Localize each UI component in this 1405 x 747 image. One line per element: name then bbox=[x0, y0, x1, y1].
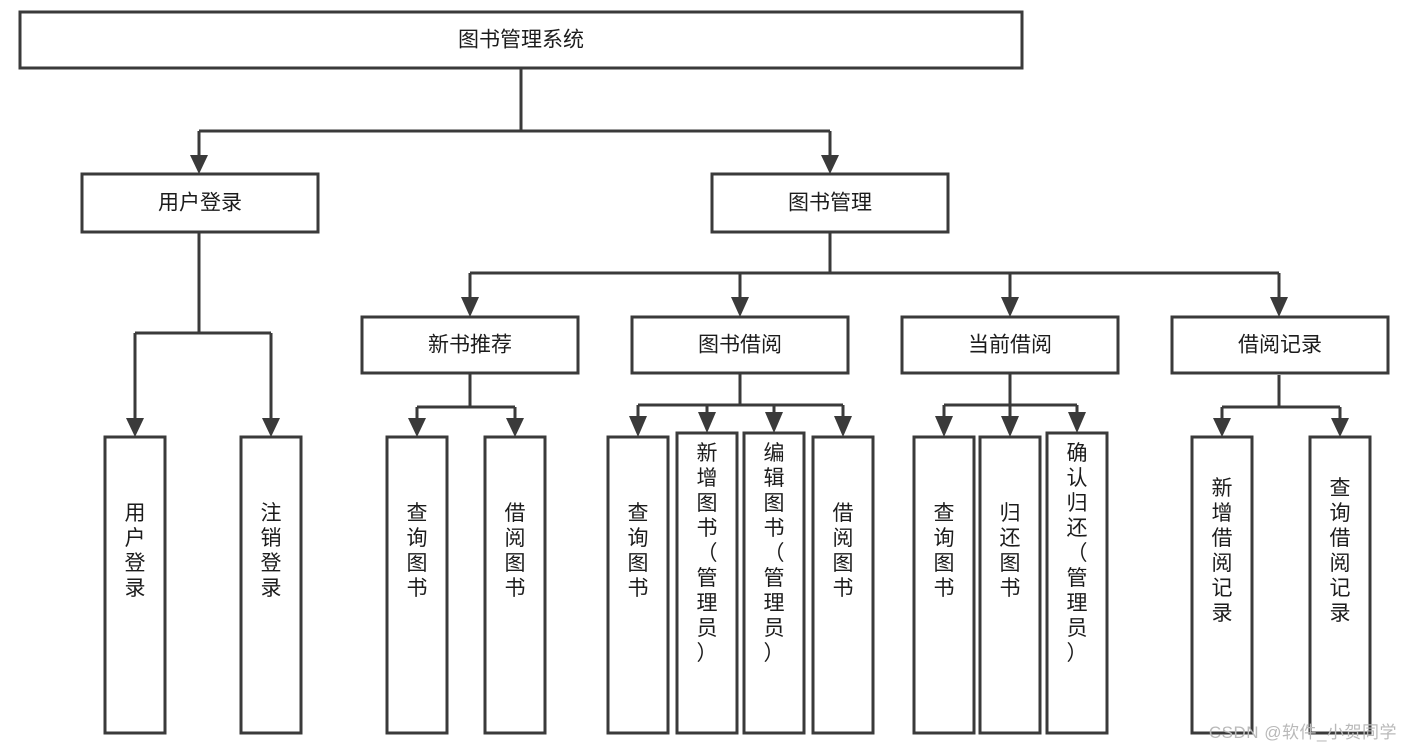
node-root-label: 图书管理系统 bbox=[458, 29, 584, 52]
node-leaf-query-book-2-box[interactable] bbox=[606, 435, 670, 735]
node-user-login-label: 用户登录 bbox=[158, 192, 242, 215]
node-leaf-edit-book-box[interactable] bbox=[742, 431, 806, 735]
arrow-head-new-book-recommend bbox=[461, 297, 479, 317]
node-leaf-query-book-3-box[interactable] bbox=[912, 435, 976, 735]
node-new-book-recommend[interactable]: 新书推荐 bbox=[360, 315, 580, 375]
node-leaf-add-record-box[interactable] bbox=[1190, 435, 1254, 735]
arrow-head-leaf-return-book bbox=[1001, 416, 1019, 437]
arrow-head-leaf-user-login bbox=[126, 418, 144, 437]
node-leaf-logout-label: 注销登录 bbox=[261, 502, 282, 600]
arrow-head-leaf-borrow-book-1 bbox=[506, 418, 524, 437]
node-leaf-query-book-1[interactable]: 查询图书 bbox=[385, 435, 449, 735]
node-leaf-edit-book[interactable]: 编辑图书（管理员） bbox=[742, 431, 806, 735]
arrow-head-leaf-edit-book bbox=[765, 412, 783, 433]
node-leaf-logout-box[interactable] bbox=[239, 435, 303, 735]
node-current-borrow-box[interactable] bbox=[900, 315, 1120, 375]
node-leaf-user-login-box[interactable] bbox=[103, 435, 167, 735]
node-leaf-query-book-1-label: 查询图书 bbox=[407, 502, 428, 600]
node-leaf-return-book[interactable]: 归还图书 bbox=[978, 435, 1042, 735]
arrow-head-leaf-borrow-book-2 bbox=[834, 416, 852, 437]
node-leaf-query-book-3-label: 查询图书 bbox=[934, 502, 955, 600]
node-leaf-query-book-2[interactable]: 查询图书 bbox=[606, 435, 670, 735]
arrow-head-book-borrow bbox=[731, 297, 749, 317]
node-leaf-confirm-return-box[interactable] bbox=[1045, 431, 1109, 735]
arrow-head-user-login bbox=[190, 155, 208, 174]
node-leaf-borrow-book-2-label: 借阅图书 bbox=[833, 502, 854, 600]
node-leaf-return-book-label: 归还图书 bbox=[1000, 502, 1021, 600]
node-book-manage-box[interactable] bbox=[710, 172, 950, 234]
node-new-book-recommend-label: 新书推荐 bbox=[428, 334, 512, 357]
node-leaf-return-book-box[interactable] bbox=[978, 435, 1042, 735]
node-borrow-record-box[interactable] bbox=[1170, 315, 1390, 375]
node-leaf-logout[interactable]: 注销登录 bbox=[239, 435, 303, 735]
node-current-borrow[interactable]: 当前借阅 bbox=[900, 315, 1120, 375]
node-leaf-add-record-label: 新增借阅记录 bbox=[1212, 477, 1233, 625]
node-leaf-add-record[interactable]: 新增借阅记录 bbox=[1190, 435, 1254, 735]
node-leaf-user-login[interactable]: 用户登录 bbox=[103, 435, 167, 735]
node-leaf-query-book-3[interactable]: 查询图书 bbox=[912, 435, 976, 735]
node-leaf-add-book-box[interactable] bbox=[675, 431, 739, 735]
arrow-head-leaf-query-book-2 bbox=[629, 416, 647, 437]
node-leaf-query-record[interactable]: 查询借阅记录 bbox=[1308, 435, 1372, 735]
node-leaf-edit-book-label: 编辑图书（管理员） bbox=[764, 442, 785, 665]
node-leaf-borrow-book-1-label: 借阅图书 bbox=[505, 502, 526, 600]
node-new-book-recommend-box[interactable] bbox=[360, 315, 580, 375]
arrow-head-leaf-query-record bbox=[1331, 418, 1349, 437]
node-root[interactable]: 图书管理系统 bbox=[18, 10, 1024, 70]
connector-layer bbox=[126, 68, 1349, 437]
node-leaf-confirm-return[interactable]: 确认归还（管理员） bbox=[1045, 431, 1109, 735]
node-current-borrow-label: 当前借阅 bbox=[968, 334, 1052, 357]
node-borrow-record[interactable]: 借阅记录 bbox=[1170, 315, 1390, 375]
node-leaf-borrow-book-2-box[interactable] bbox=[811, 435, 875, 735]
node-leaf-query-record-box[interactable] bbox=[1308, 435, 1372, 735]
node-leaf-add-book-label: 新增图书（管理员） bbox=[697, 442, 718, 665]
csdn-watermark: CSDN @软件_小贺同学 bbox=[1208, 723, 1397, 742]
node-book-manage[interactable]: 图书管理 bbox=[710, 172, 950, 234]
arrow-head-leaf-query-book-1 bbox=[408, 418, 426, 437]
arrow-head-leaf-add-book bbox=[698, 412, 716, 433]
node-leaf-query-book-1-box[interactable] bbox=[385, 435, 449, 735]
node-leaf-borrow-book-1[interactable]: 借阅图书 bbox=[483, 435, 547, 735]
node-user-login[interactable]: 用户登录 bbox=[80, 172, 320, 234]
node-leaf-query-record-label: 查询借阅记录 bbox=[1330, 477, 1351, 625]
node-book-borrow-box[interactable] bbox=[630, 315, 850, 375]
arrow-head-leaf-logout bbox=[262, 418, 280, 437]
arrow-head-current-borrow bbox=[1001, 297, 1019, 317]
node-leaf-user-login-label: 用户登录 bbox=[125, 502, 146, 600]
node-root-box[interactable] bbox=[18, 10, 1024, 70]
node-book-manage-label: 图书管理 bbox=[788, 192, 872, 215]
arrow-head-leaf-query-book-3 bbox=[935, 416, 953, 437]
node-leaf-borrow-book-2[interactable]: 借阅图书 bbox=[811, 435, 875, 735]
arrow-head-book-manage bbox=[821, 155, 839, 174]
node-leaf-borrow-book-1-box[interactable] bbox=[483, 435, 547, 735]
node-leaf-query-book-2-label: 查询图书 bbox=[628, 502, 649, 600]
arrow-head-leaf-confirm-return bbox=[1068, 412, 1086, 433]
node-user-login-box[interactable] bbox=[80, 172, 320, 234]
node-leaf-confirm-return-label: 确认归还（管理员） bbox=[1067, 442, 1088, 665]
node-leaf-add-book[interactable]: 新增图书（管理员） bbox=[675, 431, 739, 735]
node-book-borrow-label: 图书借阅 bbox=[698, 334, 782, 357]
arrow-head-borrow-record bbox=[1270, 297, 1288, 317]
arrow-head-leaf-add-record bbox=[1213, 418, 1231, 437]
node-borrow-record-label: 借阅记录 bbox=[1238, 334, 1322, 357]
node-book-borrow[interactable]: 图书借阅 bbox=[630, 315, 850, 375]
